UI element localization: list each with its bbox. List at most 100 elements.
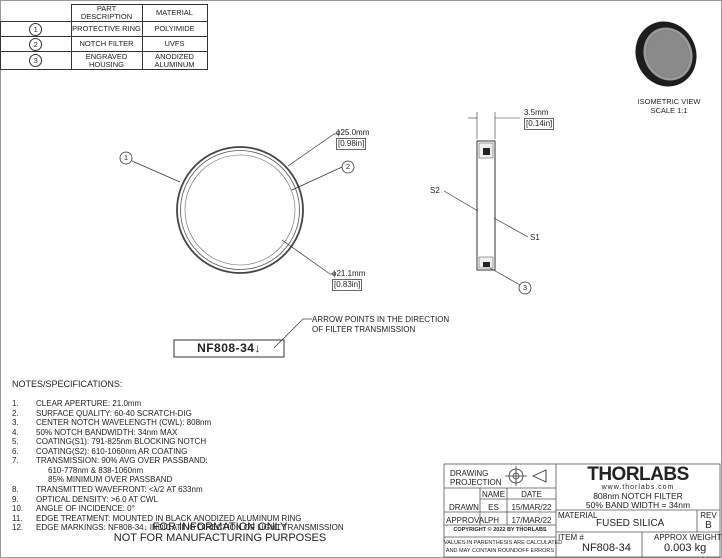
note-text: CENTER NOTCH WAVELENGTH (CWL): 808nm (36, 418, 212, 428)
balloon-2-cell: 2 (29, 37, 43, 51)
clear-aperture (184, 154, 296, 266)
note-text: EDGE MARKINGS: NF808-34↓ INDICATING DIRE… (36, 523, 344, 533)
leader-s1 (493, 217, 529, 238)
drawing-title: 808nm NOTCH FILTER 50% BAND WIDTH = 34nm (585, 491, 691, 510)
side-view (443, 112, 532, 295)
approval-label: APPROVAL (446, 516, 489, 525)
note-number: 8. (12, 484, 19, 494)
note-number: 9. (12, 494, 19, 504)
part-material: UVFS (141, 36, 208, 52)
drawn-label: DRAWN (449, 503, 479, 512)
balloon-1 (119, 151, 133, 165)
balloon-1-label: 1 (123, 153, 129, 162)
material-value: FUSED SILICA (596, 518, 665, 529)
note-text: 50% NOTCH BANDWIDTH: 34nm MAX (36, 427, 178, 437)
drawing-projection-label: DRAWING PROJECTION (450, 469, 502, 487)
values-note: VALUES IN PARENTHESIS ARE CALCULATED AND… (444, 540, 563, 554)
header-part-description: PART DESCRIPTION (70, 4, 143, 22)
leader-inner-dia (281, 239, 331, 275)
surface-s2-label: S2 (430, 186, 440, 195)
part-description: ENGRAVED HOUSING (70, 51, 143, 70)
note-text: 610-778nm & 838-1060nm (48, 465, 144, 475)
note-text: SURFACE QUALITY: 60-40 SCRATCH-DIG (36, 408, 192, 418)
note-text: 85% MINIMUM OVER PASSBAND (48, 475, 173, 485)
surface-s1-label: S1 (530, 233, 540, 242)
thorlabs-logo: THORLABS (587, 464, 689, 485)
notes-heading: NOTES/SPECIFICATIONS: (12, 379, 123, 389)
note-number: 2. (12, 408, 19, 418)
isometric-view (635, 21, 697, 87)
balloon-1-cell: 1 (29, 22, 43, 36)
approval-name: PH (487, 516, 500, 525)
note-text: EDGE TREATMENT: MOUNTED IN BLACK ANODIZE… (36, 513, 302, 523)
arrow-note: ARROW POINTS IN THE DIRECTION OF FILTER … (312, 315, 450, 334)
table-row: 2 NOTCH FILTER UVFS (0, 36, 208, 52)
rev-value: B (705, 520, 712, 531)
leader-balloon-3 (489, 267, 521, 286)
balloon-2 (341, 160, 355, 174)
transmission-arrow-icon: ↓ (254, 341, 261, 355)
note-text: ANGLE OF INCIDENCE: 0° (36, 504, 135, 514)
note-text: TRANSMITTED WAVEFRONT: <λ/2 AT 633nm (36, 484, 203, 494)
thickness-dimension: 3.5mm [0.14in] (524, 108, 555, 130)
balloon-3 (518, 281, 532, 295)
item-number: NF808-34 (582, 542, 631, 554)
note-text: TRANSMISSION: 90% AVG OVER PASSBAND: (36, 456, 208, 466)
outer-ring (176, 146, 304, 274)
balloon-2-label: 2 (345, 162, 351, 171)
outer-diameter-dimension: ϕ25.0mm [0.98in] (336, 128, 370, 150)
part-material: POLYIMIDE (141, 21, 208, 37)
leader-balloon-1 (131, 160, 181, 183)
arrow-note-leader (273, 318, 304, 349)
note-text: COATING(S1): 791-825nm BLOCKING NOTCH (36, 437, 207, 447)
balloon-3-label: 3 (522, 283, 528, 292)
isometric-caption: ISOMETRIC VIEW SCALE 1:1 (637, 97, 701, 115)
leader-outer-dia (287, 133, 335, 167)
copyright: COPYRIGHT © 2022 BY THORLABS (453, 527, 547, 533)
inner-ring (180, 150, 300, 270)
leader-balloon-2 (291, 166, 343, 191)
leader-s2 (443, 190, 479, 212)
parts-table-header: PART DESCRIPTION MATERIAL (0, 4, 208, 22)
material-label: MATERIAL (558, 511, 598, 520)
inner-diameter-dimension: ϕ21.1mm [0.83in] (332, 269, 366, 291)
table-row: 3 ENGRAVED HOUSING ANODIZED ALUMINUM (0, 51, 208, 70)
title-block-frame (443, 463, 721, 558)
part-description: PROTECTIVE RING (70, 21, 143, 37)
projection-symbol-icon (505, 466, 547, 486)
balloon-3-cell: 3 (29, 54, 43, 67)
note-number: 1. (12, 399, 19, 408)
note-text: COATING(S2): 610-1060nm AR COATING (36, 446, 188, 456)
table-row: 1 PROTECTIVE RING POLYIMIDE (0, 21, 208, 37)
note-number: 6. (12, 446, 19, 456)
side-body (476, 140, 496, 271)
part-material: ANODIZED ALUMINUM (141, 51, 208, 70)
parts-table: PART DESCRIPTION MATERIAL 1 PROTECTIVE R… (0, 4, 208, 70)
header-material: MATERIAL (141, 4, 208, 22)
note-number: 3. (12, 418, 19, 428)
note-text: OPTICAL DENSITY: >6.0 AT CWL (36, 494, 158, 504)
weight-label: APPROX WEIGHT (654, 533, 722, 542)
item-label: ITEM # (558, 533, 584, 542)
note-number: 10. (12, 504, 24, 514)
note-number: 4. (12, 427, 19, 437)
col-name-header: NAME (481, 490, 506, 499)
note-number: 7. (12, 456, 19, 466)
drawn-name: ES (488, 503, 499, 512)
rev-label: REV (700, 511, 717, 520)
front-view (119, 133, 355, 275)
col-date-header: DATE (521, 490, 542, 499)
part-description: NOTCH FILTER (70, 36, 143, 52)
note-number: 5. (12, 437, 19, 447)
approval-date: 17/MAR/22 (511, 516, 552, 525)
disclaimer: FOR INFORMATION ONLY NOT FOR MANUFACTURI… (113, 521, 327, 544)
note-number: 11. (12, 513, 23, 523)
weight-value: 0.003 kg (664, 542, 707, 554)
note-number: 12. (12, 523, 24, 533)
engraving-text: NF808-34↓ (197, 341, 261, 355)
website: www.thorlabs.com (601, 484, 675, 491)
note-text: CLEAR APERTURE: 21.0mm (36, 399, 142, 408)
drawn-date: 15/MAR/22 (511, 503, 552, 512)
engraving-box (173, 339, 285, 358)
